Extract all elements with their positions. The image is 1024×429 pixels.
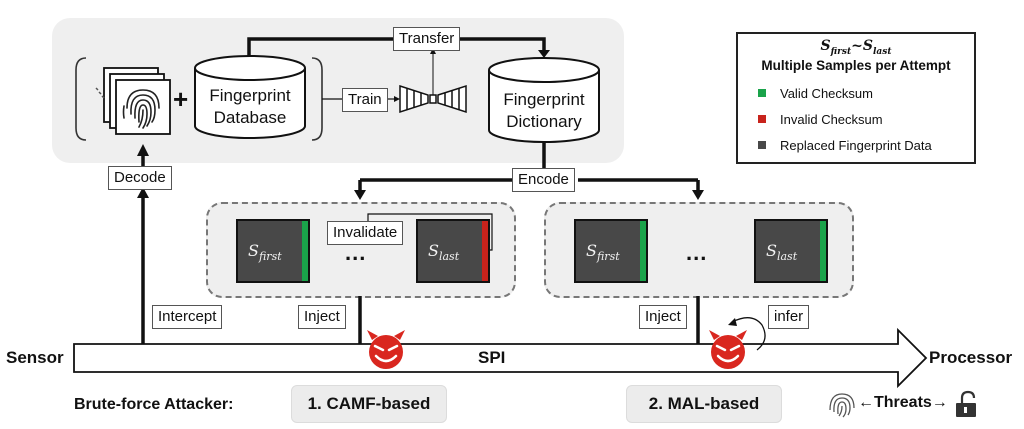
sample-last-mal: Slast — [754, 219, 828, 283]
valid-checksum-bar — [640, 221, 646, 281]
right-arrow: → — [931, 394, 948, 411]
devil-attacker-icon-1 — [367, 330, 405, 369]
fingerprint-dictionary-cylinder — [488, 57, 600, 143]
sensor-label: Sensor — [6, 348, 64, 367]
legend-item-replaced: Replaced Fingerprint Data — [758, 138, 932, 153]
ellipsis: ... — [686, 240, 708, 265]
autoencoder-network-icon — [399, 84, 467, 114]
fingerprint-dictionary-label: Fingerprint Dictionary — [503, 90, 585, 131]
invalidate-label: Invalidate — [327, 221, 404, 245]
spi-label: SPI — [478, 348, 506, 367]
train-label: Train — [342, 88, 388, 112]
left-arrow: ← — [858, 394, 874, 411]
legend-item-invalid: Invalid Checksum — [758, 112, 883, 127]
green-swatch — [758, 89, 766, 97]
sample-first-mal: Sfirst — [574, 219, 648, 283]
unlocked-padlock-icon — [956, 390, 976, 417]
legend-title: Multiple Samples per Attempt — [761, 58, 951, 73]
plus-sign: + — [173, 84, 189, 114]
sample-first-camf: Sfirst — [236, 219, 310, 283]
mal-based-badge: 2. MAL-based — [626, 385, 782, 423]
processor-label: Processor — [929, 348, 1013, 367]
inject-label-2: Inject — [639, 305, 687, 329]
encode-label: Encode — [512, 168, 575, 192]
brute-force-attacker-label: Brute-force Attacker: — [74, 396, 234, 413]
intercept-label: Intercept — [152, 305, 223, 329]
decode-label: Decode — [108, 166, 172, 190]
legend: Sfirst~Slast Multiple Samples per Attemp… — [736, 32, 976, 164]
legend-symbol: Sfirst~Slast — [820, 38, 892, 57]
invalid-checksum-bar — [482, 221, 488, 281]
sample-last-camf: Slast — [416, 219, 490, 283]
threats-label: Threats — [874, 394, 932, 411]
red-swatch — [758, 115, 766, 123]
devil-attacker-icon-2 — [709, 330, 747, 369]
valid-checksum-bar — [820, 221, 826, 281]
fingerprint-threat-icon — [829, 393, 855, 418]
gray-swatch — [758, 141, 766, 149]
valid-checksum-bar — [302, 221, 308, 281]
camf-based-badge: 1. CAMF-based — [291, 385, 447, 423]
inject-label-1: Inject — [298, 305, 346, 329]
right-bracket — [311, 57, 323, 141]
legend-item-valid: Valid Checksum — [758, 86, 873, 101]
left-bracket — [75, 57, 87, 141]
transfer-label: Transfer — [393, 27, 461, 51]
fingerprint-stack-icon — [95, 67, 171, 135]
infer-label: infer — [768, 305, 810, 329]
ellipsis: ... — [345, 240, 367, 265]
threats-legend: ←Threats→ — [858, 394, 948, 412]
fingerprint-database-label: Fingerprint Database — [209, 86, 291, 127]
